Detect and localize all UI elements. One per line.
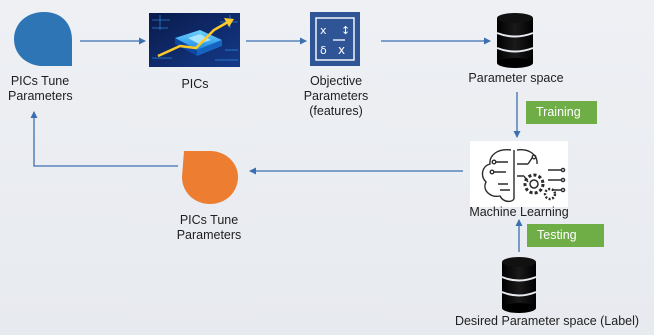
formula-icon: x ↕ δ x xyxy=(310,12,360,66)
objective-label: Objective Parameters (features) xyxy=(296,74,376,119)
tune-params-top-label: PICs Tune Parameters xyxy=(8,74,73,104)
tune-params-bottom-label: PICs Tune Parameters xyxy=(176,213,242,243)
arrow-tune-feedback xyxy=(30,111,178,167)
desired-parameter-space-label: Desired Parameter space (Label) xyxy=(454,314,640,328)
objective-line1: Objective xyxy=(309,74,363,88)
machine-learning-label: Machine Learning xyxy=(469,205,569,219)
tune-bottom-line2: Parameters xyxy=(176,228,242,242)
speech-bubble-icon xyxy=(182,151,238,204)
brain-gear-icon xyxy=(470,141,568,207)
tune-top-line1: PICs Tune xyxy=(10,74,70,88)
pics-label: PICs xyxy=(181,77,209,91)
objective-line2: Parameters xyxy=(303,89,369,103)
svg-text:↕: ↕ xyxy=(341,24,350,37)
svg-text:x: x xyxy=(338,43,345,57)
parameter-space-label: Parameter space xyxy=(468,71,564,85)
tune-top-line2: Parameters xyxy=(8,89,73,103)
svg-text:δ: δ xyxy=(320,44,327,57)
database-icon xyxy=(496,13,534,68)
testing-tag: Testing xyxy=(527,224,604,247)
tune-bottom-line1: PICs Tune xyxy=(179,213,239,227)
svg-text:x: x xyxy=(320,24,327,37)
objective-line3: (features) xyxy=(309,104,363,118)
database-icon xyxy=(501,257,537,313)
training-tag: Training xyxy=(526,101,597,124)
speech-bubble-icon xyxy=(14,12,72,66)
circuit-chip-icon xyxy=(149,13,240,67)
